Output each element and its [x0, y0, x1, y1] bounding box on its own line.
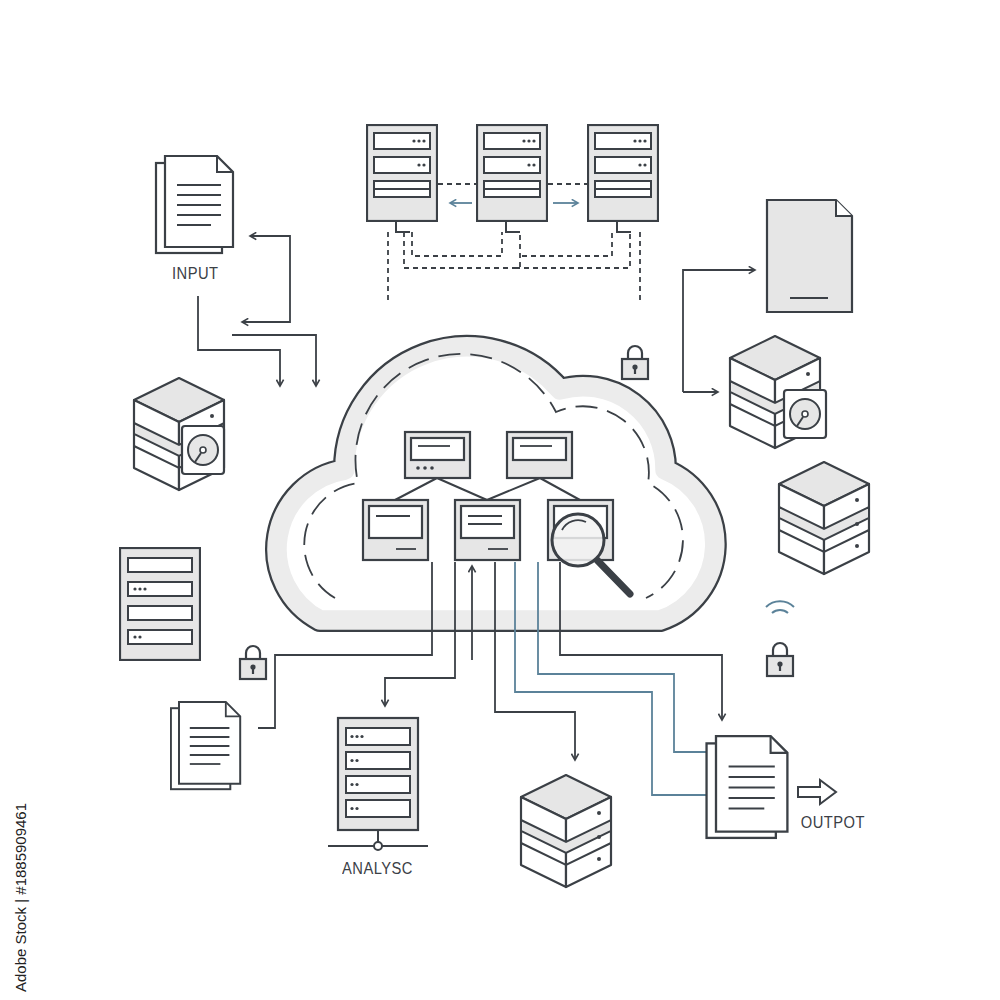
- node-icon: [705, 735, 790, 840]
- node-icon: [328, 716, 428, 856]
- node-label: OUTPOT: [801, 814, 865, 832]
- output-document: OUTPOT: [705, 735, 868, 840]
- node-label: INPUT: [172, 265, 218, 283]
- input-document: INPUT: [150, 155, 240, 283]
- node-icon: [150, 155, 240, 255]
- watermark-text: Adobe Stock | #1885909461: [12, 803, 29, 992]
- analysis-server: ANALYSC: [328, 716, 428, 878]
- node-label: ANALYSC: [343, 860, 414, 878]
